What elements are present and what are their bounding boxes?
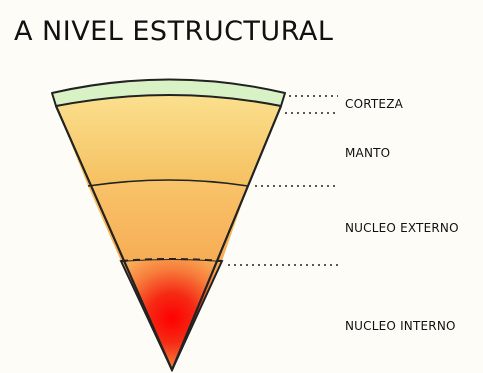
nucleo-interno-layer <box>119 258 224 373</box>
manto-layer <box>56 95 281 186</box>
corteza-layer <box>51 78 286 107</box>
label-nucleo-externo: NUCLEO EXTERNO <box>345 221 459 235</box>
diagram-title: A NIVEL ESTRUCTURAL <box>14 16 334 47</box>
nucleo-boundary-dashed <box>120 258 223 262</box>
leader-lines <box>228 95 338 266</box>
cone-outline <box>54 105 283 372</box>
manto-nucleo-boundary <box>87 179 249 187</box>
label-manto: MANTO <box>345 146 391 160</box>
label-corteza: CORTEZA <box>345 97 404 111</box>
nucleo-externo-layer <box>88 180 248 261</box>
label-nucleo-interno: NUCLEO INTERNO <box>345 319 456 333</box>
